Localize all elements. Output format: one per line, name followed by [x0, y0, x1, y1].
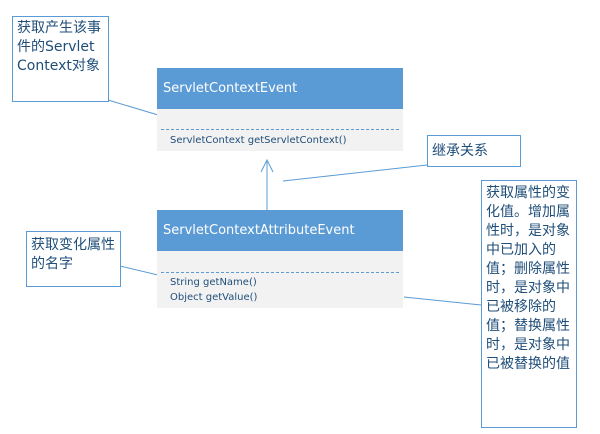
context-note-text: 获取产生该事件的ServletContext对象 — [17, 20, 101, 74]
method-get-name: String getName() — [170, 277, 257, 288]
class-divider — [161, 272, 399, 273]
inheritance-arrowhead — [260, 158, 274, 173]
value-note-text: 获取属性的变化值。增加属性时，是对象中已加入的值；删除属性时，是对象中已被移除的… — [486, 185, 570, 372]
note-fold-corner — [107, 232, 120, 245]
inherit-note-text: 继承关系 — [432, 143, 488, 159]
value-note-pointer — [403, 296, 482, 306]
servlet-context-event-header: ServletContextEvent — [157, 68, 403, 109]
inheritance-callout-note: 继承关系 — [427, 135, 521, 167]
name-note-text: 获取变化属性的名字 — [31, 237, 115, 272]
note-fold-corner — [95, 17, 108, 30]
servlet-context-attribute-event-class: ServletContextAttributeEvent String getN… — [157, 210, 403, 308]
method-get-value: Object getValue() — [170, 292, 258, 303]
servlet-context-event-name: ServletContextEvent — [163, 81, 298, 96]
servlet-context-event-class: ServletContextEvent ServletContext getSe… — [157, 68, 403, 151]
value-callout-note: 获取属性的变化值。增加属性时，是对象中已加入的值；删除属性时，是对象中已被移除的… — [481, 180, 577, 428]
servlet-context-attribute-event-name: ServletContextAttributeEvent — [163, 223, 355, 238]
context-callout-note: 获取产生该事件的ServletContext对象 — [12, 16, 109, 102]
servlet-context-attribute-event-header: ServletContextAttributeEvent — [157, 210, 403, 251]
note-fold-corner — [563, 181, 576, 194]
inherit-note-pointer — [282, 164, 428, 182]
note-fold-corner — [507, 136, 520, 149]
class-divider — [161, 129, 399, 130]
name-callout-note: 获取变化属性的名字 — [26, 231, 121, 287]
method-get-servlet-context: ServletContext getServletContext() — [170, 135, 347, 146]
